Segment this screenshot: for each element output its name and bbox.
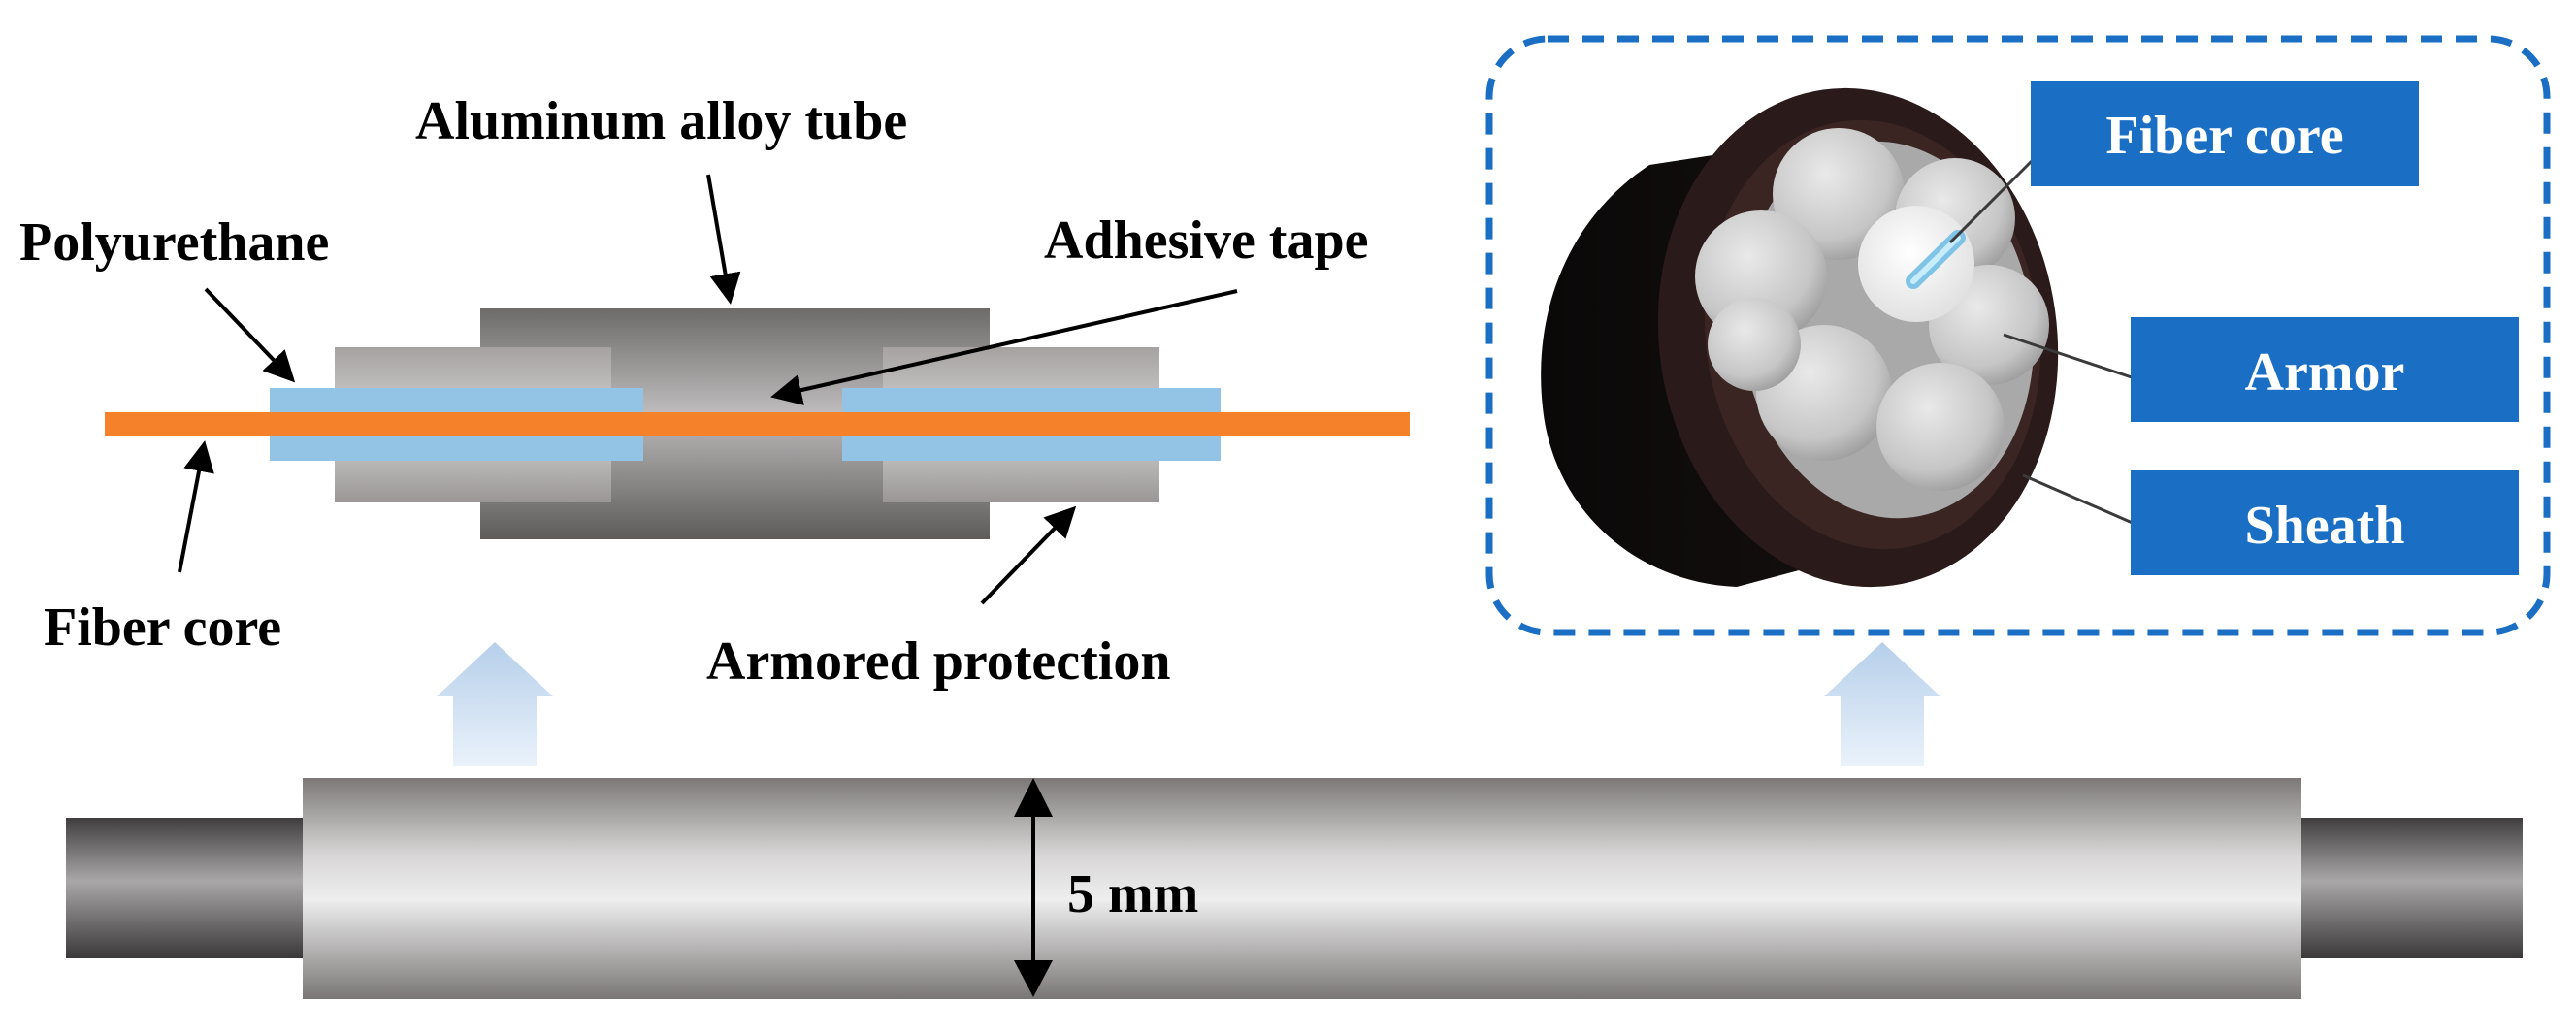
- fiber-core-stub-highlight: [1910, 235, 1961, 284]
- callout-sheath: Sheath: [2131, 470, 2519, 575]
- label-adhesive-tape: Adhesive tape: [1044, 210, 1368, 271]
- leader-arrows: [178, 174, 1238, 605]
- arrow-aluminum-tube: [706, 174, 741, 305]
- center-unit: [1858, 206, 1974, 322]
- callout-label-sheath: Sheath: [2245, 496, 2405, 556]
- dimension-arrow-bottom: [1014, 960, 1053, 997]
- callout-box-sheath: [2131, 470, 2519, 575]
- label-armored-protection: Armored protection: [706, 631, 1171, 692]
- armor-strand: [1876, 363, 2005, 491]
- up-arrow-left: [437, 642, 553, 766]
- up-arrow-right: [1824, 642, 1940, 766]
- cable-cross-section: [1541, 87, 2059, 588]
- callout-leaders: [1948, 153, 2136, 526]
- longitudinal-section: [105, 308, 1410, 539]
- cable-end-right: [2266, 818, 2523, 958]
- section-labels: Aluminum alloy tube Polyurethane Adhesiv…: [19, 91, 1368, 692]
- cable-end-left: [66, 818, 320, 958]
- cross-section-callout-frame: [1485, 35, 2551, 636]
- leader-sheath: [2022, 473, 2136, 526]
- dimension-label: 5 mm: [1067, 864, 1198, 924]
- arrow-adhesive-tape: [770, 289, 1238, 405]
- fiber-core-line: [105, 412, 1410, 436]
- full-cable: [66, 778, 2523, 999]
- cable-body: [303, 778, 2301, 999]
- callout-fiber-core: Fiber core: [2031, 81, 2419, 186]
- armor-strand: [1708, 298, 1801, 391]
- dimension-arrow-top: [1014, 778, 1053, 817]
- label-fiber-core: Fiber core: [44, 598, 281, 658]
- callout-label-armor: Armor: [2245, 342, 2405, 403]
- dimension-indicator: 5 mm: [1014, 778, 1198, 997]
- label-aluminum-alloy-tube: Aluminum alloy tube: [415, 91, 907, 151]
- callout-box-armor: [2131, 317, 2519, 422]
- arrow-polyurethane: [204, 287, 296, 383]
- arrow-armored-protection: [980, 505, 1077, 605]
- label-polyurethane: Polyurethane: [19, 212, 329, 273]
- leader-armor: [2003, 333, 2136, 380]
- callout-label-fiber-core: Fiber core: [2105, 106, 2343, 166]
- callout-armor: Armor: [2131, 317, 2519, 422]
- callout-box-fiber-core: [2031, 81, 2419, 186]
- leader-fiber-core: [1948, 153, 2039, 244]
- arrow-fiber-core: [178, 440, 214, 573]
